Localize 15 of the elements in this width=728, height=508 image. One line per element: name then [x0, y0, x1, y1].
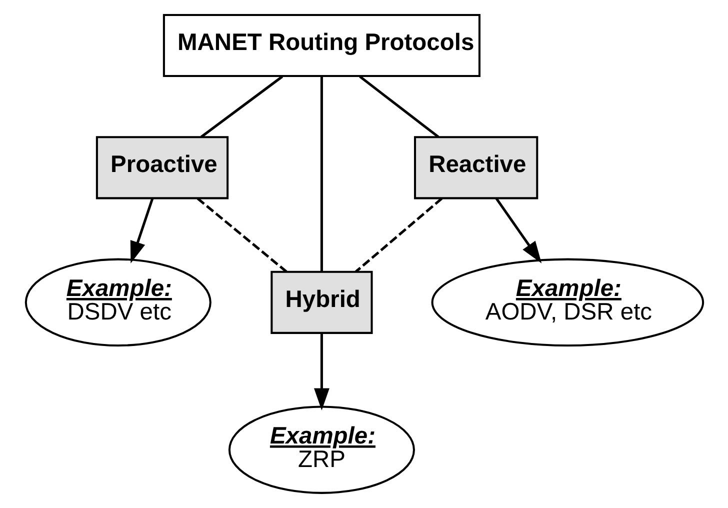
- node-ellipse: Example: DSDV etc: [24, 258, 211, 347]
- node-box: MANET Routing Protocols: [162, 14, 480, 78]
- arrow: [130, 198, 154, 264]
- connector: [358, 76, 439, 138]
- arrow: [494, 198, 542, 264]
- connector: [200, 76, 283, 138]
- arrow: [313, 333, 329, 410]
- connector: [196, 198, 287, 273]
- node-ellipse: Example: ZRP: [228, 406, 414, 494]
- node-box: Hybrid: [270, 270, 372, 334]
- connector: [354, 198, 442, 273]
- connector: [320, 76, 322, 272]
- node-box: Proactive: [95, 136, 228, 200]
- node-ellipse: Example: AODV, DSR etc: [430, 258, 704, 347]
- node-box: Reactive: [414, 136, 538, 200]
